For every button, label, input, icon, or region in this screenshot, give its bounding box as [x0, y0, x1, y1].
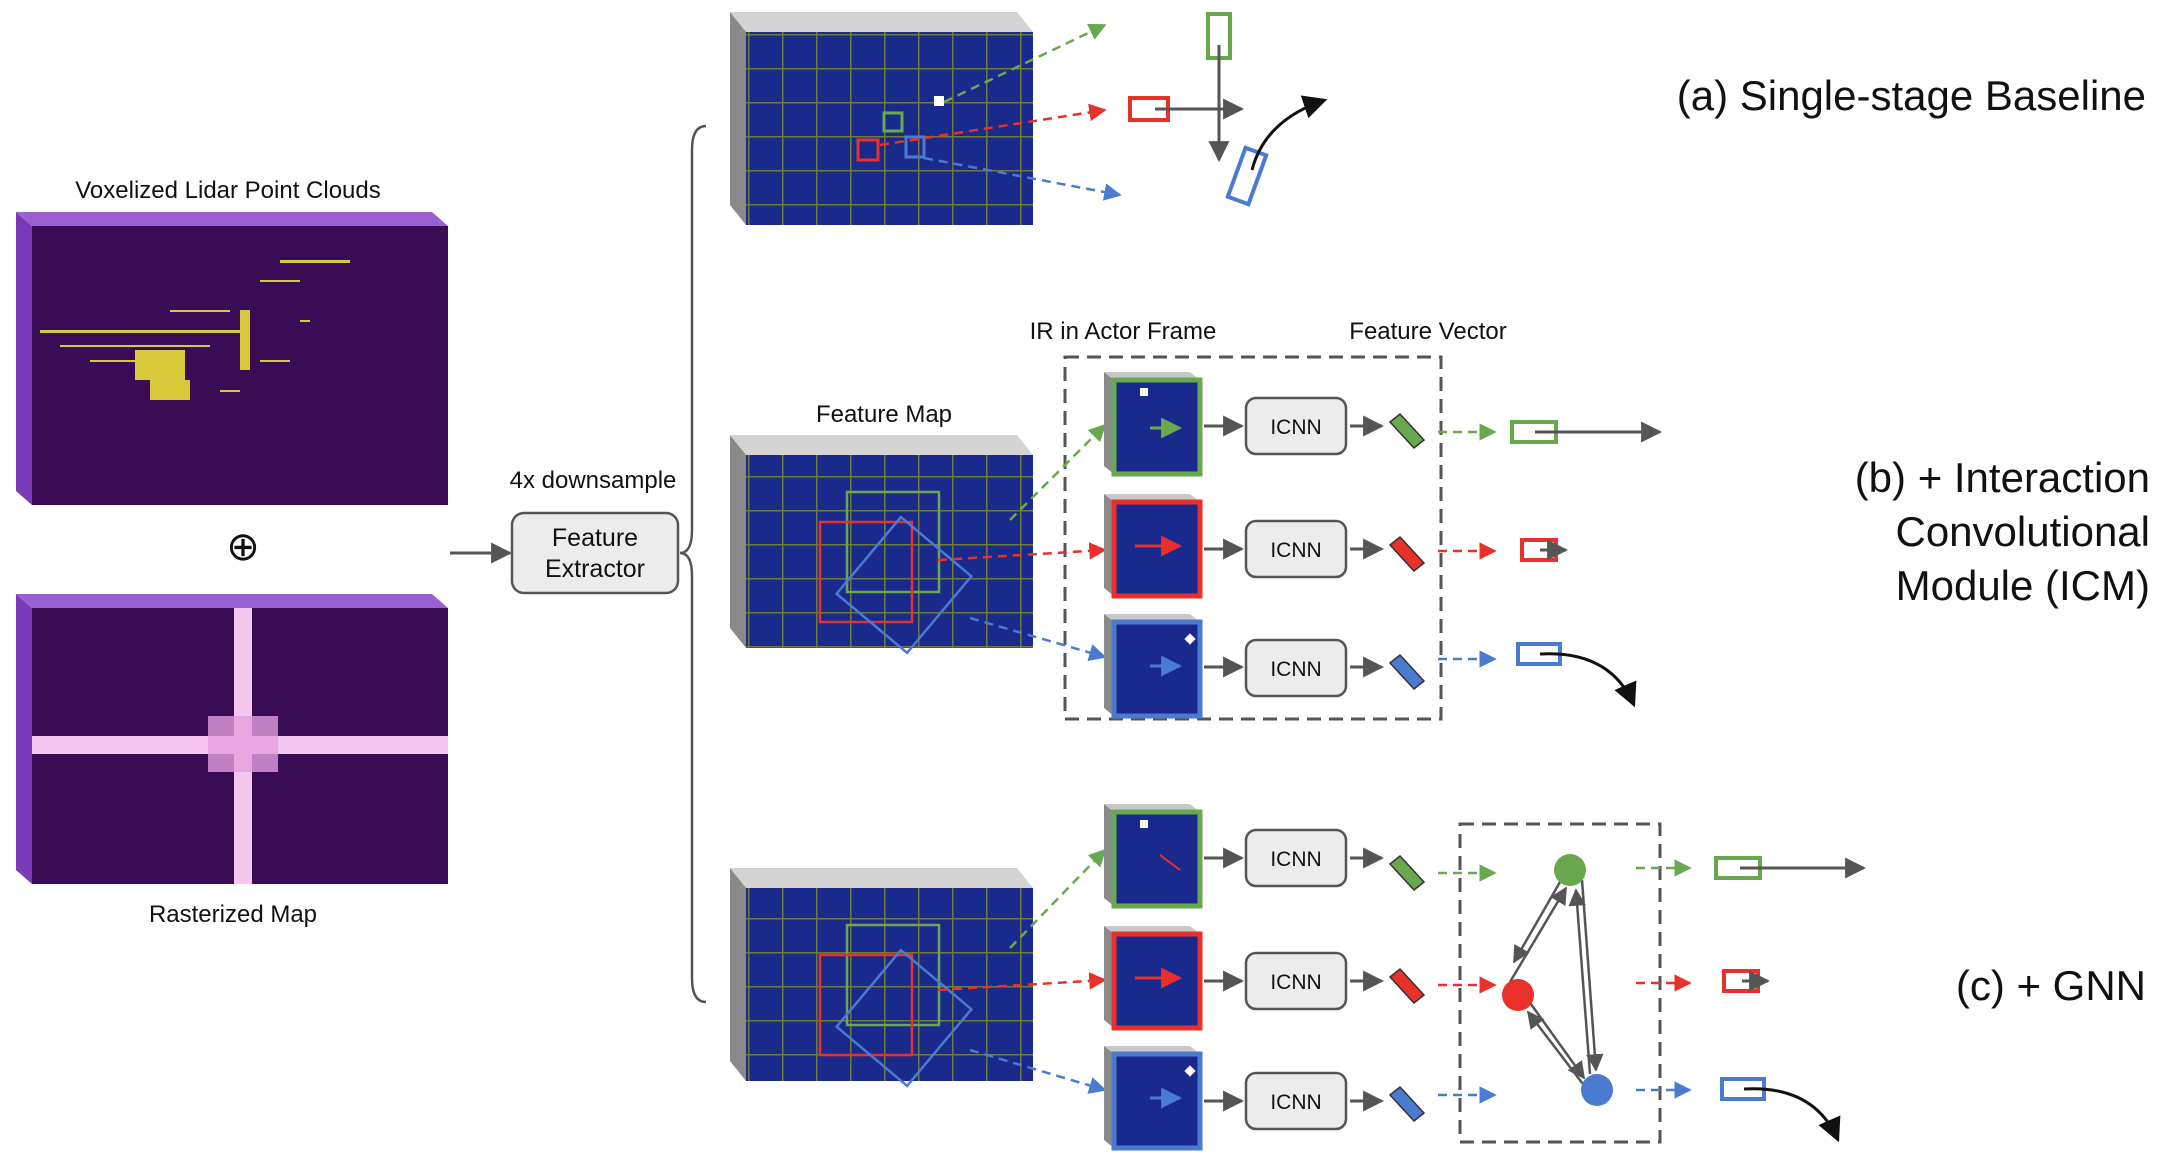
row-c-green-arrow: [1009, 848, 1107, 949]
row-b-icnn-label-1: ICNN: [1270, 416, 1321, 439]
row-c-feature-map: [730, 868, 1033, 1088]
map-volume: [16, 594, 448, 884]
row-c-title: (c) + GNN: [1956, 962, 2146, 1009]
row-b-title-line2: Convolutional: [1895, 508, 2150, 555]
lidar-points: [40, 260, 350, 400]
row-c-ir-red: [1104, 926, 1203, 1031]
feature-map-label: Feature Map: [816, 401, 952, 428]
row-b-ir-green: [1104, 372, 1203, 477]
row-b-icnn-2: ICNN: [1244, 519, 1348, 579]
gnn-edges: [1508, 879, 1604, 1089]
row-c-vector-blue: [1388, 1085, 1426, 1123]
map-label: Rasterized Map: [149, 901, 317, 928]
row-b-icnn-3: ICNN: [1244, 638, 1348, 698]
row-b-blue-arrow: [969, 616, 1107, 662]
row-b-green-arrow: [1009, 423, 1107, 521]
row-a-blue-trajectory: [1250, 95, 1328, 171]
combine-symbol: ⊕: [226, 525, 260, 569]
row-b-icnn-label-2: ICNN: [1270, 539, 1321, 562]
row-a-title: (a) Single-stage Baseline: [1677, 72, 2146, 119]
row-c-icnn-label-3: ICNN: [1270, 1091, 1321, 1114]
row-a-blue-actor: [1225, 145, 1269, 207]
extractor-label-line2: Extractor: [545, 555, 645, 583]
vector-label: Feature Vector: [1349, 318, 1506, 345]
row-b-vector-red: [1388, 535, 1426, 573]
row-c-icnn-1: ICNN: [1244, 828, 1348, 888]
row-c-icnn-label-2: ICNN: [1270, 971, 1321, 994]
row-b-blue-trajectory: [1539, 652, 1637, 708]
row-c-ir-blue: [1104, 1046, 1203, 1151]
row-b-vector-green: [1388, 412, 1426, 450]
row-c-vector-red: [1388, 967, 1426, 1005]
row-a-blue-arrow: [923, 156, 1122, 201]
row-c-red-arrow: [937, 972, 1107, 992]
downsample-label: 4x downsample: [510, 467, 677, 494]
row-b-ir-blue: [1104, 614, 1203, 719]
extractor-label-line1: Feature: [552, 524, 638, 552]
row-c-icnn-2: ICNN: [1244, 951, 1348, 1011]
row-b-ir-red: [1104, 494, 1203, 599]
ir-label: IR in Actor Frame: [1030, 318, 1217, 345]
row-b-red-arrow: [937, 542, 1107, 562]
row-c-icnn-label-1: ICNN: [1270, 848, 1321, 871]
row-a-feature-map: [730, 12, 1033, 225]
row-b-title-line3: Module (ICM): [1896, 562, 2150, 609]
feature-extractor-box: Feature Extractor: [510, 511, 680, 595]
row-b-icnn-label-3: ICNN: [1270, 658, 1321, 681]
row-b-feature-map: [730, 435, 1033, 655]
lidar-volume: [16, 212, 448, 505]
branch-brace: [679, 124, 707, 1004]
map-intersection: [208, 716, 278, 772]
row-b-title-line1: (b) + Interaction: [1855, 454, 2150, 501]
gnn-node-blue: [1581, 1074, 1613, 1106]
row-c-ir-green: [1104, 804, 1203, 909]
lidar-label: Voxelized Lidar Point Clouds: [75, 177, 381, 204]
row-b-icm-box: [1063, 355, 1443, 721]
row-c-vector-green: [1388, 854, 1426, 892]
gnn-node-red: [1502, 979, 1534, 1011]
row-b-vector-blue: [1388, 653, 1426, 691]
row-c-blue-trajectory: [1743, 1087, 1841, 1143]
row-b-icnn-1: ICNN: [1244, 396, 1348, 456]
row-a-red-arrow: [879, 103, 1107, 147]
gnn-node-green: [1554, 854, 1586, 886]
row-c-icnn-3: ICNN: [1244, 1071, 1348, 1131]
row-c-blue-arrow: [969, 1048, 1107, 1094]
